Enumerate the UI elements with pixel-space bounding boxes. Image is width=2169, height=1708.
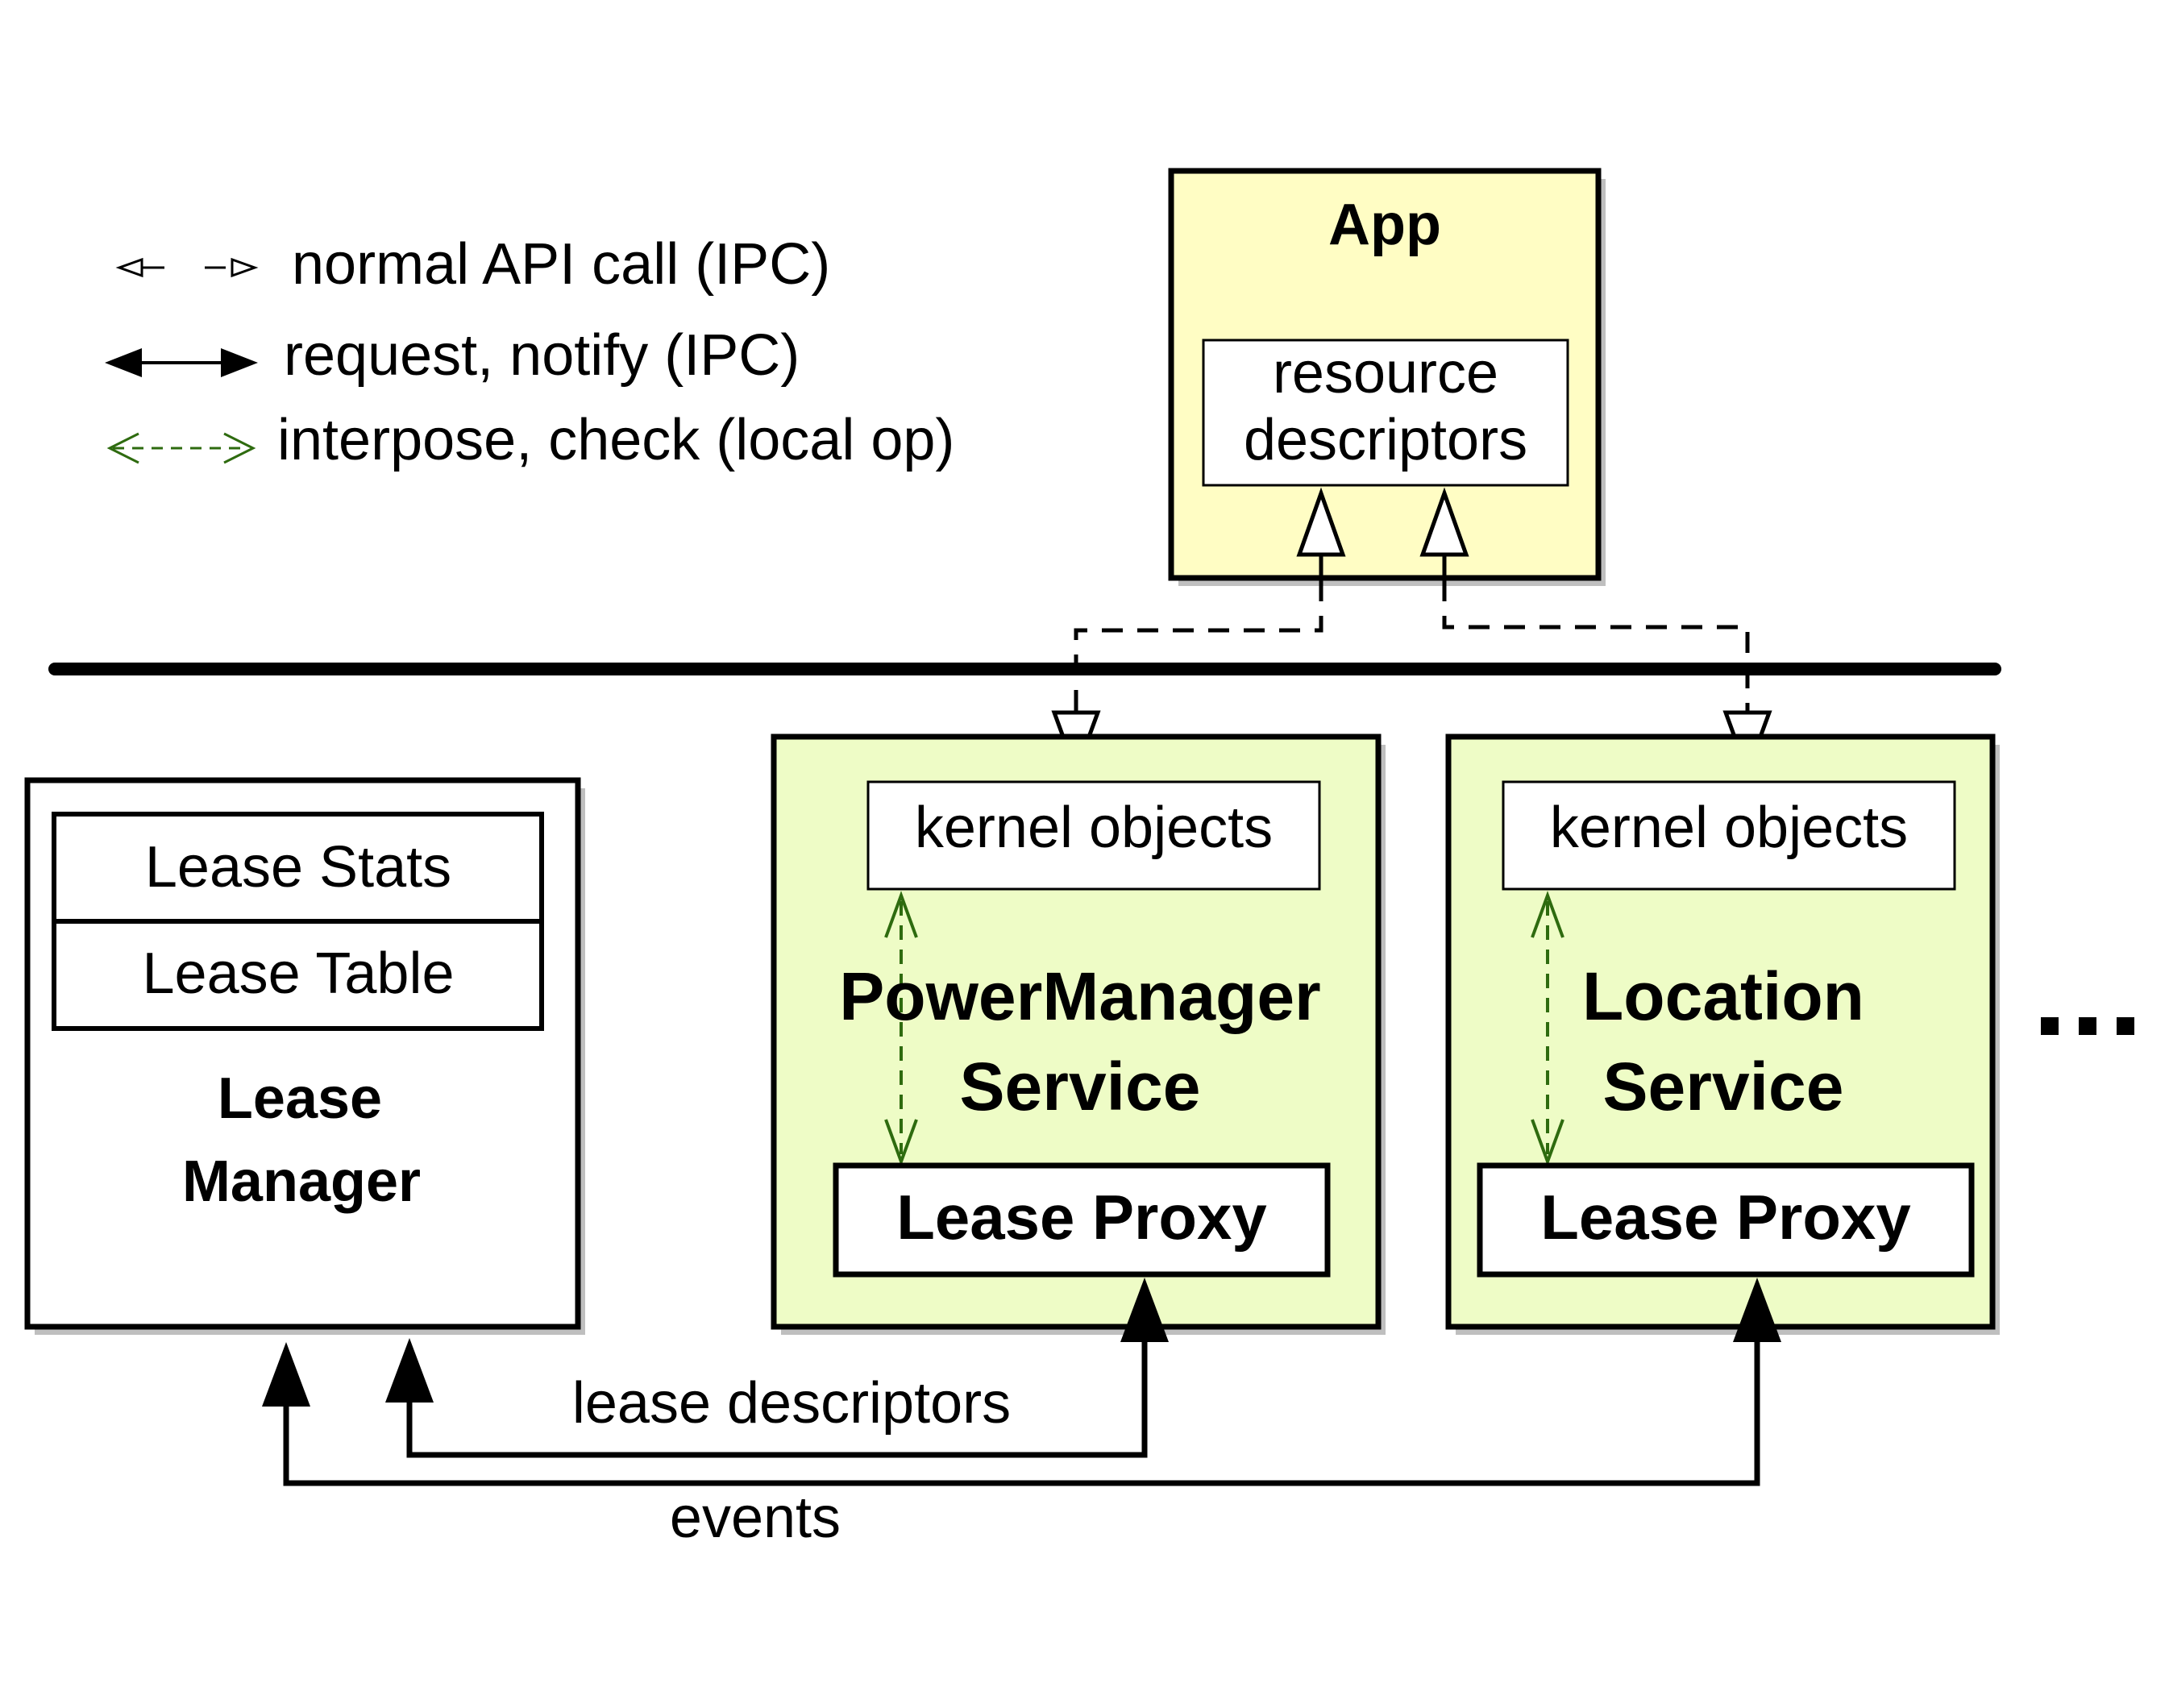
resource-descriptors-line1: resource: [1273, 341, 1498, 405]
legend-api-call-label: normal API call (IPC): [292, 232, 830, 297]
app-title: App: [1328, 193, 1441, 257]
resource-descriptors-box: [1202, 339, 1569, 487]
svg-text:...: ...: [2084, 1029, 2091, 1037]
resource-descriptors-line2: descriptors: [1244, 408, 1527, 472]
power-kernel-objects-label: kernel objects: [915, 796, 1273, 860]
lease-descriptors-connector: [385, 1278, 1169, 1458]
power-kernel-objects-box: [866, 780, 1321, 891]
location-service-title-line2: Service: [1603, 1049, 1844, 1124]
lease-manager-box: Lease Stats Lease Table Lease Manager: [24, 777, 585, 1335]
location-kernel-objects-label: kernel objects: [1550, 796, 1908, 860]
location-kernel-objects-box: [1502, 780, 1956, 891]
location-check-arrow: [1531, 891, 1564, 1166]
more-services-ellipsis: ...: [2041, 1017, 2134, 1037]
legend-request-label: request, notify (IPC): [284, 323, 800, 388]
location-service-box: kernel objects Location Service Lease Pr…: [1445, 733, 2000, 1335]
filled-arrowhead-power-proxy: [1120, 1278, 1169, 1342]
lease-table-label: Lease Table: [143, 941, 455, 1006]
filled-arrowhead-manager-outer: [262, 1342, 310, 1407]
filled-arrowhead-location-proxy: [1733, 1278, 1781, 1342]
location-service-title-line1: Location: [1582, 958, 1864, 1034]
app-box: App resource descriptors: [1168, 168, 1606, 586]
power-check-arrow: [884, 891, 918, 1166]
lease-table-box: [52, 919, 544, 1031]
power-lease-proxy-label: Lease Proxy: [896, 1182, 1267, 1253]
legend-check-label: interpose, check (local op): [277, 408, 954, 472]
lease-stats-label: Lease Stats: [145, 835, 451, 900]
power-service-title-line2: Service: [960, 1049, 1201, 1124]
lease-manager-title-line2: Manager: [182, 1149, 421, 1214]
power-manager-service-box: kernel objects PowerManager Service Leas…: [771, 733, 1386, 1335]
legend-request-arrow: [105, 348, 258, 377]
legend: normal API call (IPC) request, notify (I…: [105, 232, 954, 472]
location-lease-proxy-label: Lease Proxy: [1540, 1182, 1911, 1253]
filled-arrowhead-manager-inner: [385, 1338, 434, 1403]
legend-check-arrow: [106, 432, 256, 464]
location-lease-proxy-box: [1477, 1162, 1975, 1278]
events-label: events: [670, 1486, 841, 1550]
lease-descriptors-label: lease descriptors: [572, 1371, 1011, 1436]
lease-manager-title-line1: Lease: [218, 1066, 382, 1131]
power-lease-proxy-box: [833, 1162, 1331, 1278]
legend-api-call-arrow: [115, 257, 259, 278]
power-service-title-line1: PowerManager: [839, 958, 1321, 1034]
events-connector: [262, 1278, 1781, 1486]
